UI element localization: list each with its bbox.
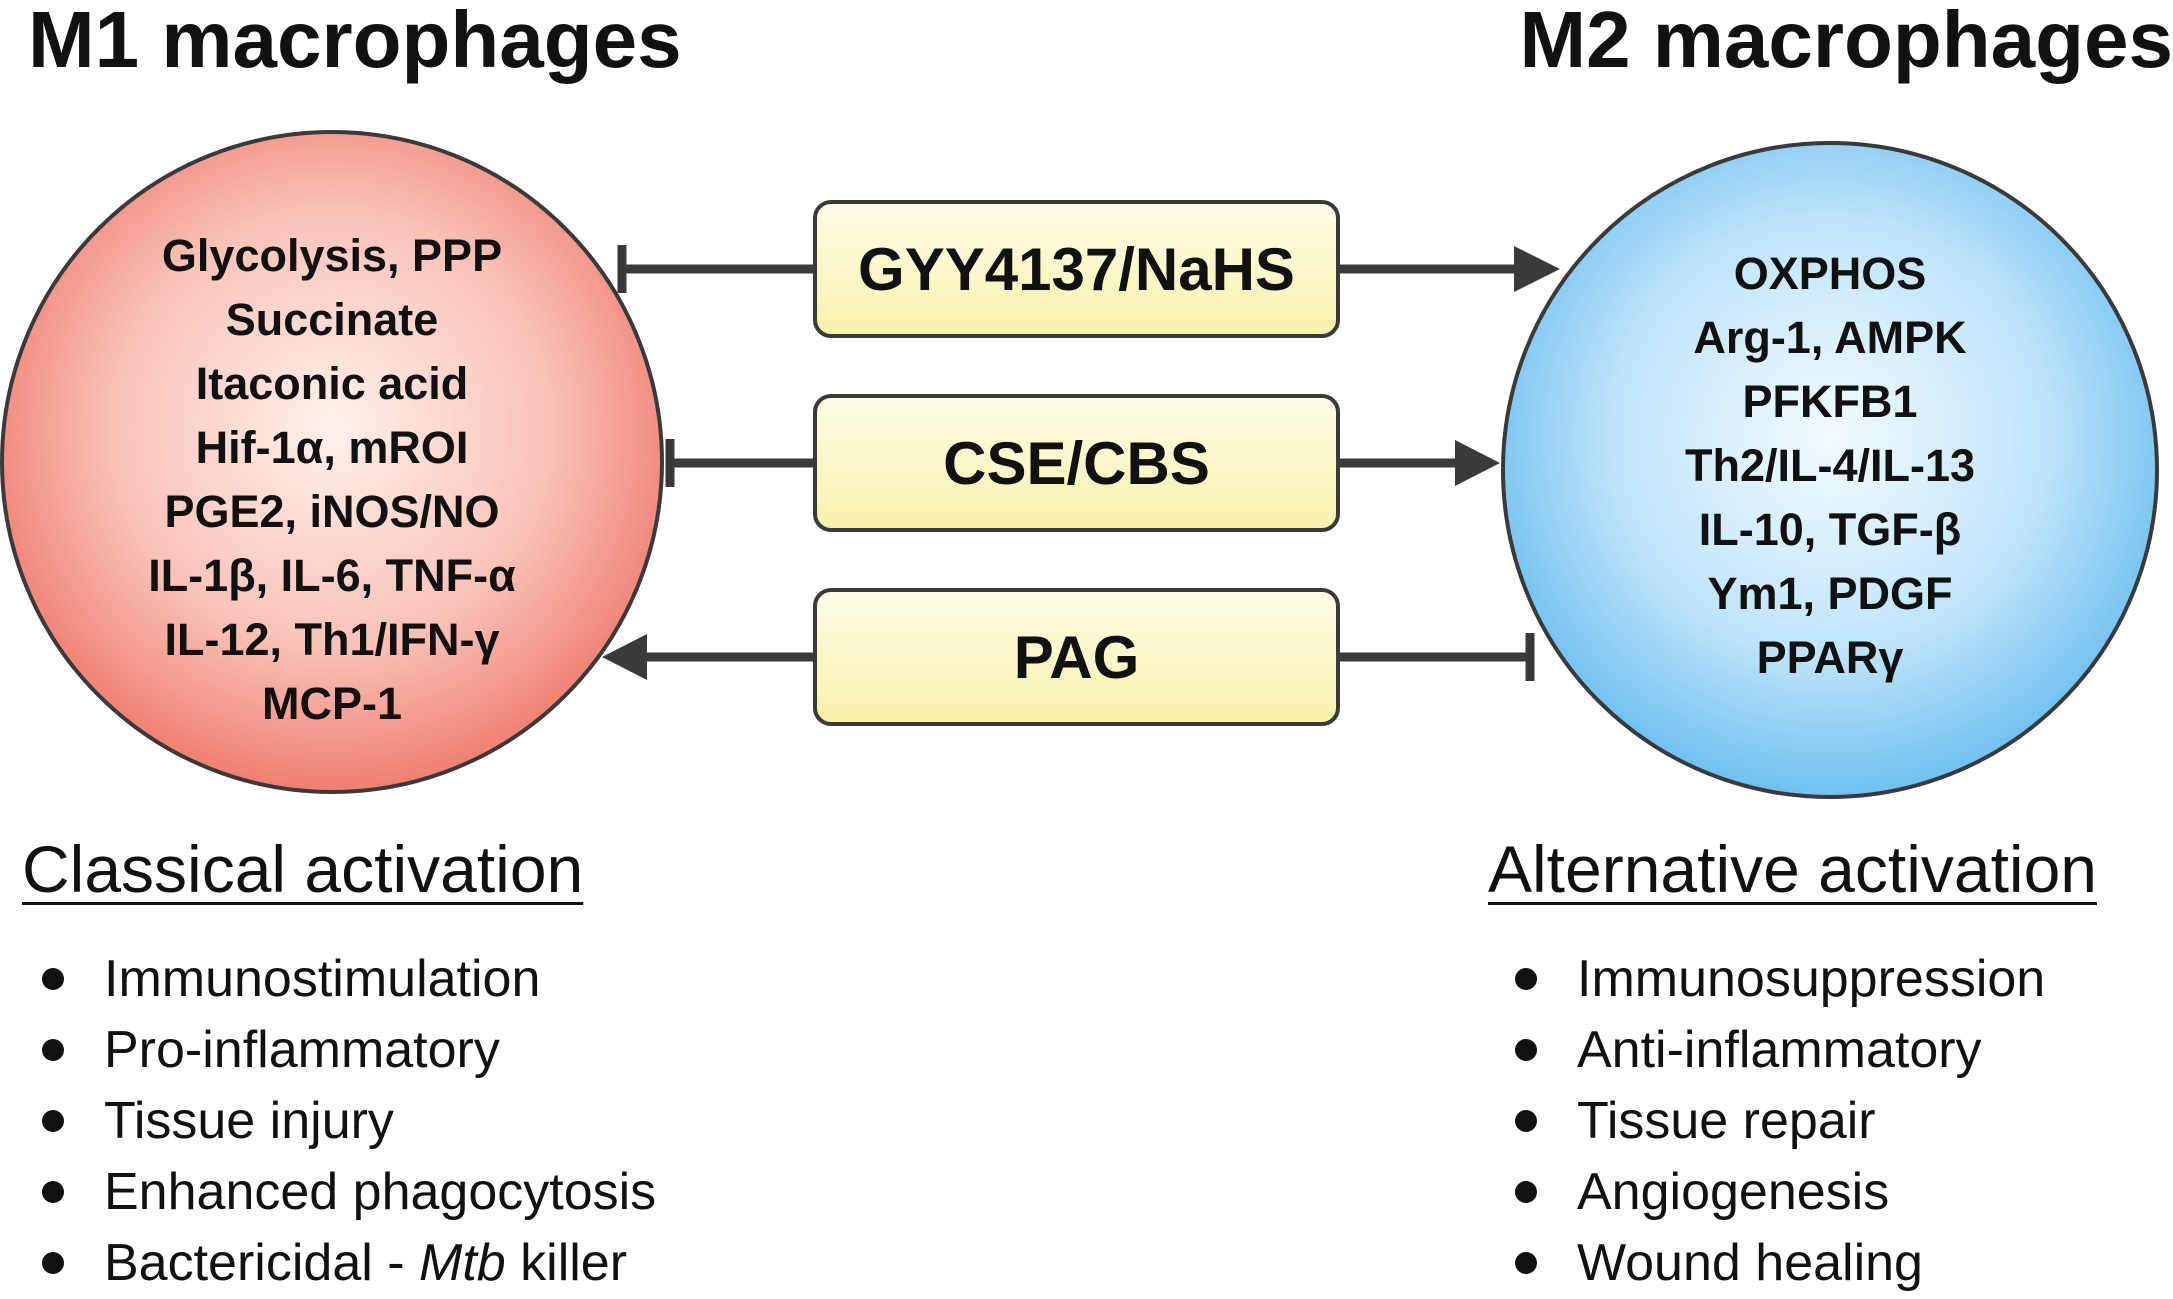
list-item-label: Angiogenesis xyxy=(1577,1163,1890,1221)
bullet-dot-icon xyxy=(1515,1252,1537,1274)
list-item: Wound healing xyxy=(1493,1228,2045,1299)
m1-title: M1 macrophages xyxy=(28,0,682,84)
m1-marker: PGE2, iNOS/NO xyxy=(164,486,500,537)
list-item-label: Tissue repair xyxy=(1577,1092,1876,1150)
m2-marker: Arg-1, AMPK xyxy=(1693,312,1967,363)
list-item: Pro-inflammatory xyxy=(20,1015,656,1086)
list-item: Tissue repair xyxy=(1493,1086,2045,1157)
list-item: Enhanced phagocytosis xyxy=(20,1157,656,1228)
m1-marker: Glycolysis, PPP xyxy=(161,230,503,281)
pag-label: PAG xyxy=(1013,623,1140,691)
m1-marker: Itaconic acid xyxy=(195,358,469,409)
list-item-label: Immunosuppression xyxy=(1577,950,2046,1008)
m1-marker-list: Glycolysis, PPP Succinate Itaconic acid … xyxy=(0,224,664,736)
list-item-label: Pro-inflammatory xyxy=(104,1021,500,1079)
m2-circle xyxy=(1501,141,2159,799)
bullet-dot-icon xyxy=(42,1181,64,1203)
m1-marker: Succinate xyxy=(225,294,439,345)
m1-marker: Hif-1α, mROI xyxy=(195,422,469,473)
list-item-label: Immunostimulation xyxy=(104,950,541,1008)
m1-marker: IL-12, Th1/IFN-γ xyxy=(164,614,500,665)
cse-cbs-label: CSE/CBS xyxy=(943,429,1210,497)
bullet-dot-icon xyxy=(1515,968,1537,990)
m2-marker: Th2/IL-4/IL-13 xyxy=(1684,440,1976,491)
gyy-label: GYY4137/NaHS xyxy=(858,235,1295,303)
m2-marker-list: OXPHOS Arg-1, AMPK PFKFB1 Th2/IL-4/IL-13… xyxy=(1498,242,2162,690)
list-item: Immunostimulation xyxy=(20,944,656,1015)
pag-arrowhead xyxy=(602,634,647,680)
list-item: Angiogenesis xyxy=(1493,1157,2045,1228)
list-item-label: Tissue injury xyxy=(104,1092,394,1150)
m2-marker: Ym1, PDGF xyxy=(1707,568,1953,619)
list-item-label: Wound healing xyxy=(1577,1234,1923,1292)
cse-arrowhead xyxy=(1455,440,1500,486)
classical-activation-heading: Classical activation xyxy=(22,832,584,906)
alternative-activation-heading: Alternative activation xyxy=(1488,832,2097,906)
bullet-dot-icon xyxy=(1515,1110,1537,1132)
bullet-dot-icon xyxy=(42,1110,64,1132)
m2-marker: PFKFB1 xyxy=(1742,376,1918,427)
list-item-label-suffix: killer xyxy=(505,1234,628,1292)
bullet-dot-icon xyxy=(1515,1181,1537,1203)
classical-activation-list: Immunostimulation Pro-inflammatory Tissu… xyxy=(20,944,656,1299)
list-item: Anti-inflammatory xyxy=(1493,1015,2045,1086)
list-item-label: Anti-inflammatory xyxy=(1577,1021,1982,1079)
list-item: Bactericidal - Mtb killer xyxy=(20,1228,656,1299)
bullet-dot-icon xyxy=(42,968,64,990)
gyy-arrowhead xyxy=(1514,246,1560,292)
list-item-label: Bactericidal - xyxy=(104,1234,419,1292)
m1-circle xyxy=(0,130,664,794)
m2-marker: IL-10, TGF-β xyxy=(1698,504,1962,555)
m2-marker: OXPHOS xyxy=(1733,248,1927,299)
m1-marker: MCP-1 xyxy=(261,678,402,729)
bullet-dot-icon xyxy=(42,1252,64,1274)
m1-marker: IL-1β, IL-6, TNF-α xyxy=(148,550,516,601)
bullet-dot-icon xyxy=(1515,1039,1537,1061)
alternative-activation-list: Immunosuppression Anti-inflammatory Tiss… xyxy=(1493,944,2045,1299)
m2-title: M2 macrophages xyxy=(1519,0,2173,84)
list-item-label: Enhanced phagocytosis xyxy=(104,1163,657,1221)
bullet-dot-icon xyxy=(42,1039,64,1061)
list-item: Tissue injury xyxy=(20,1086,656,1157)
m2-marker: PPARγ xyxy=(1756,632,1904,683)
list-item: Immunosuppression xyxy=(1493,944,2045,1015)
mtb-label: Mtb xyxy=(419,1234,506,1292)
